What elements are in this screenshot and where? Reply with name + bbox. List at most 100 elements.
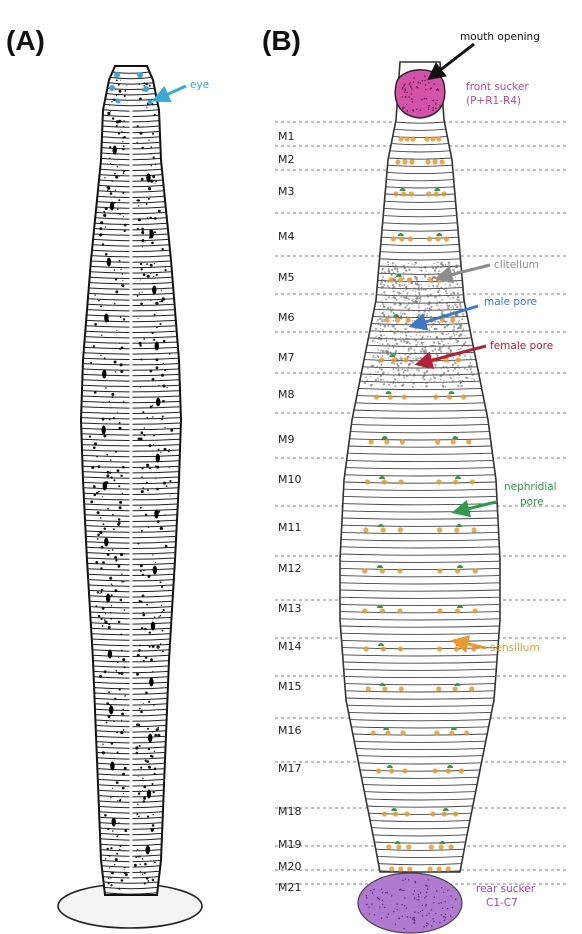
segment-label: M5 (278, 271, 295, 284)
sensillum-dot (433, 768, 438, 773)
segment-label: M3 (278, 185, 295, 198)
segment-label: M2 (278, 153, 295, 166)
sensillum-dot (434, 730, 439, 735)
segment-label: M12 (278, 562, 302, 575)
sensillum-dot (440, 159, 445, 164)
sensillum-dot (442, 811, 447, 816)
sensillum-dot (389, 866, 394, 871)
sensillum-dot (379, 357, 384, 362)
sensillum-dot (393, 191, 398, 196)
sensillum-dot (406, 317, 411, 322)
sensillum-dot (453, 479, 458, 484)
sensillum-dot (436, 236, 441, 241)
sensillum-dot (363, 527, 368, 532)
sensillum-dot (362, 568, 367, 573)
sensillum-dot (428, 866, 433, 871)
sensillum-dot (470, 479, 475, 484)
sensillum-dot (402, 394, 407, 399)
sensillum-dot (369, 439, 374, 444)
sensillum-dot (429, 844, 434, 849)
sensillum-dot (398, 277, 403, 282)
sensillum-dot (401, 730, 406, 735)
sensillum-dot (434, 191, 439, 196)
sensillum-dot (386, 730, 391, 735)
segment-label: M16 (278, 724, 302, 737)
segment-label: M10 (278, 473, 302, 486)
sensillum-dot (449, 844, 454, 849)
sensillum-dot (446, 866, 451, 871)
sensillum-dot (424, 136, 429, 141)
sensillum-dot (386, 844, 391, 849)
sensillum-dot (453, 811, 458, 816)
sensillum-dot (382, 811, 387, 816)
sensillum-dot (464, 730, 469, 735)
segment-label: M8 (278, 388, 295, 401)
sensillum-dot (433, 394, 438, 399)
mouth-opening-arrow (430, 44, 474, 78)
sensillum-dot (408, 236, 413, 241)
sensillum-dot (381, 527, 386, 532)
sensillum-dot (437, 866, 442, 871)
sensillum-dot (397, 608, 402, 613)
eye-arrow (155, 86, 186, 100)
sensillum-dot (436, 479, 441, 484)
segment-label: M18 (278, 805, 302, 818)
sensillum-dot (380, 608, 385, 613)
sensillum-dot (451, 439, 456, 444)
sensillum-dot (398, 527, 403, 532)
sensillum-dot (374, 394, 379, 399)
panel-b-label: (B) (262, 25, 301, 56)
sensillum-dot (364, 646, 369, 651)
sensillum-dot (466, 439, 471, 444)
sensillum-dot (427, 236, 432, 241)
sensillum-dot (455, 568, 460, 573)
sensillum-dot (385, 317, 390, 322)
sensillum-dot (430, 811, 435, 816)
segment-labels: M1M2M3M4M5M6M7M8M9M10M11M12M13M14M15M16M… (278, 130, 302, 894)
sensillum-dot (393, 811, 398, 816)
sensillum-dot (398, 866, 403, 871)
sensillum-dot (395, 317, 400, 322)
sensillum-dot (399, 686, 404, 691)
clitellum-label: clitellum (494, 259, 539, 271)
sensillum-dot (453, 686, 458, 691)
sensillum-dot (388, 394, 393, 399)
sensillum-dot (371, 730, 376, 735)
sensillum-dot (430, 136, 435, 141)
sensillum-dot (382, 479, 387, 484)
panel-b-leech: M1M2M3M4M5M6M7M8M9M10M11M12M13M14M15M16M… (275, 31, 568, 933)
sensillum-dot (454, 646, 459, 651)
sensillum-dot (461, 394, 466, 399)
sensillum-dot (407, 277, 412, 282)
front-sucker-label-1: front sucker (466, 81, 529, 93)
sensillum-dot (405, 811, 410, 816)
segment-label: M15 (278, 680, 302, 693)
rear-sucker-label-2: C1-C7 (486, 897, 518, 909)
sensillum-dot (406, 844, 411, 849)
sensillum-dot (450, 317, 455, 322)
sensillum-dot (402, 159, 407, 164)
sensillum-dot (388, 277, 393, 282)
sensillum-dot (455, 608, 460, 613)
rear-sucker-label-1: rear sucker (476, 883, 536, 895)
sensillum-dot (409, 159, 414, 164)
segment-label: M7 (278, 351, 295, 364)
sensillum-dot (459, 768, 464, 773)
segment-label: M4 (278, 230, 295, 243)
eye-label: eye (190, 79, 209, 91)
sensillum-dot (380, 568, 385, 573)
sensillum-dot (428, 277, 433, 282)
sensillum-dot (384, 439, 389, 444)
sensillum-dot (437, 608, 442, 613)
segment-label: M20 (278, 860, 302, 873)
sensillum-dot (473, 608, 478, 613)
segment-label: M13 (278, 602, 302, 615)
sensillum-dot (405, 136, 410, 141)
sensillum-dot (439, 844, 444, 849)
sensillum-dot (404, 357, 409, 362)
leech-body-b (340, 62, 500, 872)
sensillum-dot (469, 686, 474, 691)
sensillum-dot (409, 191, 414, 196)
sensillum-dot (444, 236, 449, 241)
sensillum-dot (382, 686, 387, 691)
